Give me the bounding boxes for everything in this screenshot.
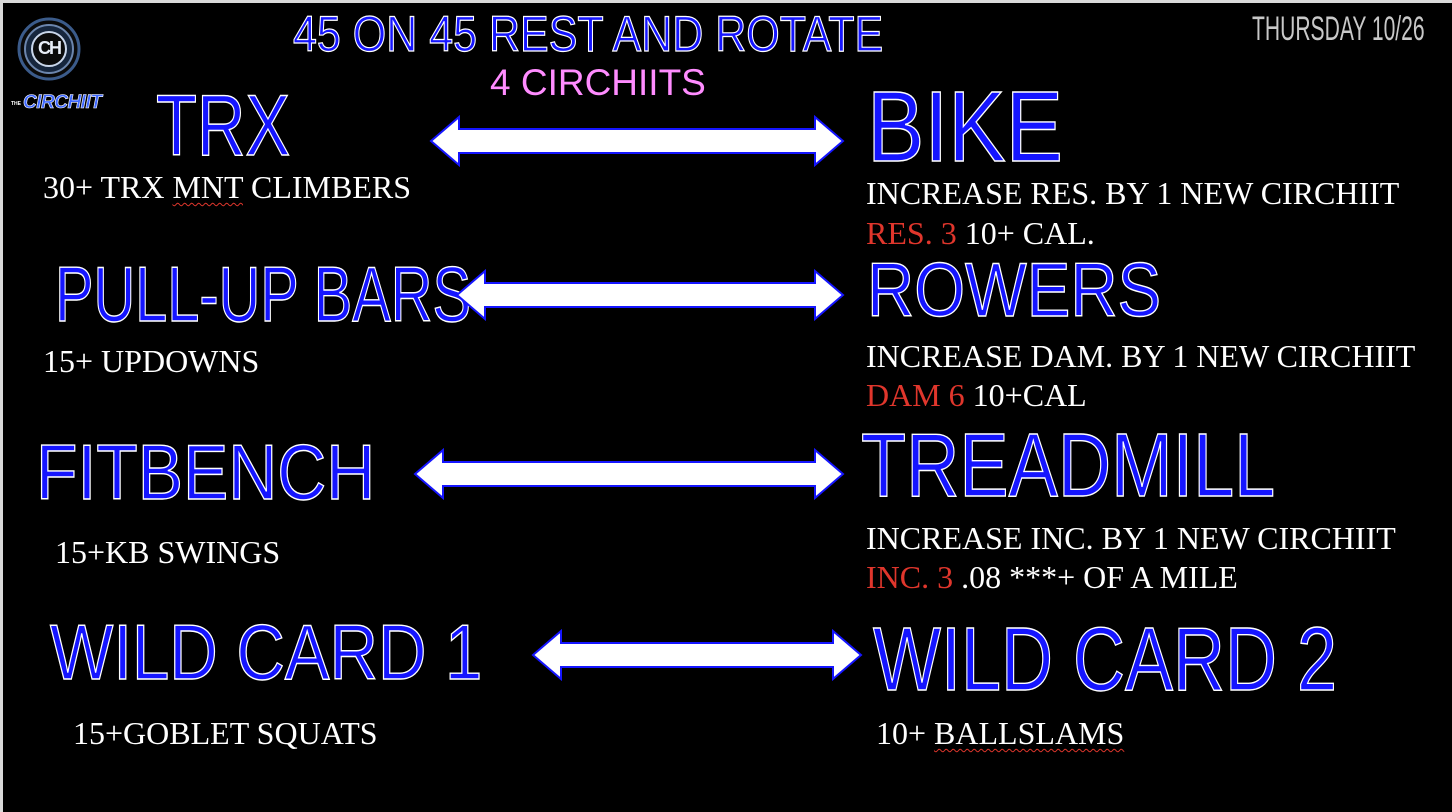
station-wild1-exercise: 15+GOBLET SQUATS [73, 715, 378, 751]
station-bike-title: BIKE [866, 71, 1063, 183]
logo-badge-icon [17, 17, 81, 81]
station-pullup-title: PULL-UP BARS [54, 250, 471, 338]
station-rowers-title: ROWERS [866, 248, 1162, 333]
treadmill-target: .08 ***+ OF A MILE [961, 559, 1238, 595]
trx-ex-count: 30+ [43, 169, 94, 205]
double-arrow-icon [429, 115, 845, 167]
trx-ex-flag: MNT [172, 169, 243, 205]
treadmill-setting: INC. 3 [866, 559, 954, 595]
page-title: 45 ON 45 REST AND ROTATE [292, 6, 884, 62]
double-arrow-icon [413, 448, 845, 500]
station-wild2-title: WILD CARD 2 [872, 610, 1338, 710]
station-trx-title: TRX [155, 78, 291, 174]
subtitle: 4 CIRCHIITS [490, 62, 706, 103]
double-arrow-icon [531, 629, 863, 681]
treadmill-setting-line: INC. 3 .08 ***+ OF A MILE [866, 561, 1238, 593]
trx-ex-tail: CLIMBERS [251, 169, 412, 205]
station-treadmill-title: TREADMILL [860, 416, 1276, 516]
treadmill-instruction: INCREASE INC. BY 1 NEW CIRCHIIT [866, 520, 1396, 556]
bike-instruction: INCREASE RES. BY 1 NEW CIRCHIIT [866, 175, 1400, 211]
rowers-instruction: INCREASE DAM. BY 1 NEW CIRCHIIT [866, 338, 1416, 374]
station-fitbench-exercise: 15+KB SWINGS [55, 534, 281, 570]
trx-ex-mid: TRX [100, 169, 165, 205]
station-wild1-title: WILD CARD 1 [49, 608, 483, 696]
rowers-setting-line: DAM 6 10+CAL [866, 379, 1087, 411]
rowers-setting: DAM 6 [866, 377, 965, 413]
wild2-ex-count: 10+ [876, 715, 927, 751]
station-wild2-exercise: 10+ BALLSLAMS [876, 717, 1124, 749]
date-label: THURSDAY 10/26 [1252, 10, 1425, 48]
logo-brand-text: CIRCHIIT [23, 92, 102, 114]
station-pullup-exercise: 15+ UPDOWNS [43, 343, 260, 379]
logo-icon-text: CH [38, 38, 62, 58]
circhiit-logo: CH THE CIRCHIIT [11, 13, 131, 113]
station-trx-exercise: 30+ TRX MNT CLIMBERS [43, 171, 411, 203]
double-arrow-icon [455, 269, 845, 321]
rowers-target: 10+CAL [972, 377, 1087, 413]
bike-setting-line: RES. 3 10+ CAL. [866, 217, 1095, 249]
bike-setting: RES. 3 [866, 215, 957, 251]
bike-target: 10+ CAL. [964, 215, 1095, 251]
wild2-ex-flag: BALLSLAMS [934, 715, 1125, 751]
logo-brand-prefix: THE [11, 101, 21, 107]
station-fitbench-title: FITBENCH [35, 428, 376, 516]
